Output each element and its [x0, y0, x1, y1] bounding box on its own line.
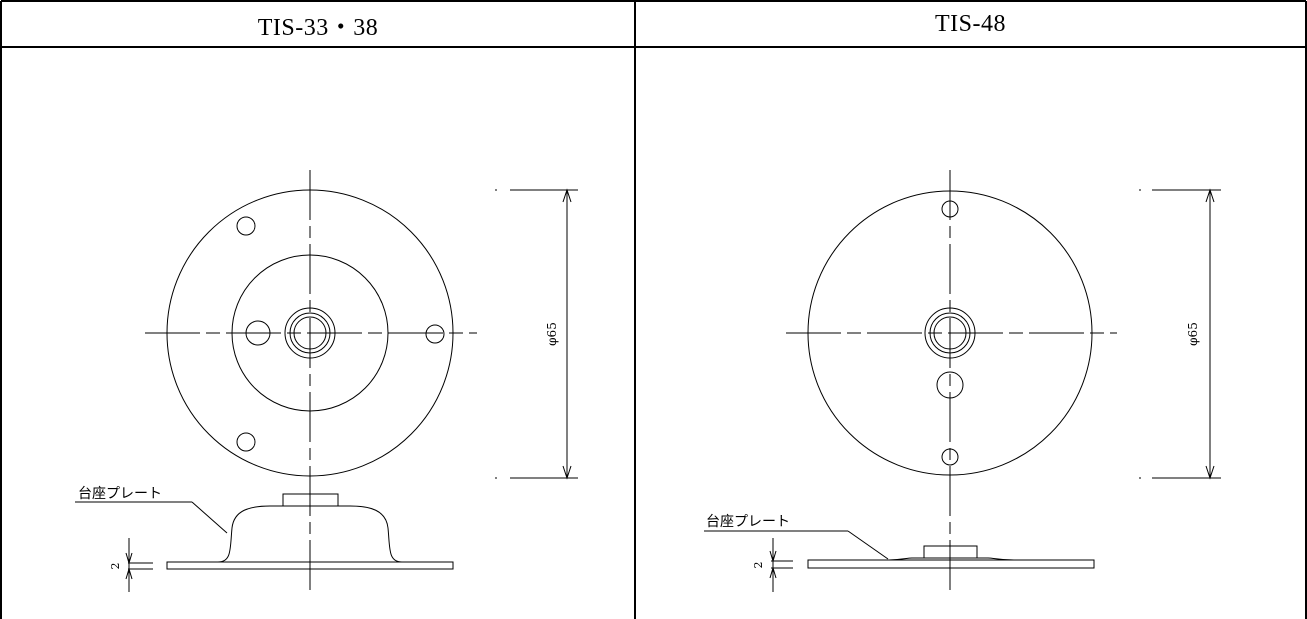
- left-mount-hole-bottom: [236, 432, 256, 452]
- left-part-label: 台座プレート: [78, 486, 162, 502]
- right-part-label: 台座プレート: [706, 514, 790, 530]
- right-top-boss-side: [923, 545, 978, 559]
- left-thickness-label: 2: [109, 563, 122, 570]
- left-mount-hole-right: [425, 324, 445, 344]
- left-top-boss-side: [282, 493, 339, 507]
- left-diameter-label: φ65: [545, 322, 559, 346]
- right-thickness-label: 2: [752, 562, 765, 569]
- right-diameter-label: φ65: [1186, 322, 1200, 346]
- left-mount-hole-top: [236, 216, 256, 236]
- column-header-tis-33-38: TIS-33・38: [257, 14, 379, 41]
- left-base-plate-side: [166, 561, 454, 570]
- right-base-plate-side: [807, 559, 1095, 569]
- column-header-tis-48: TIS-48: [935, 10, 1006, 37]
